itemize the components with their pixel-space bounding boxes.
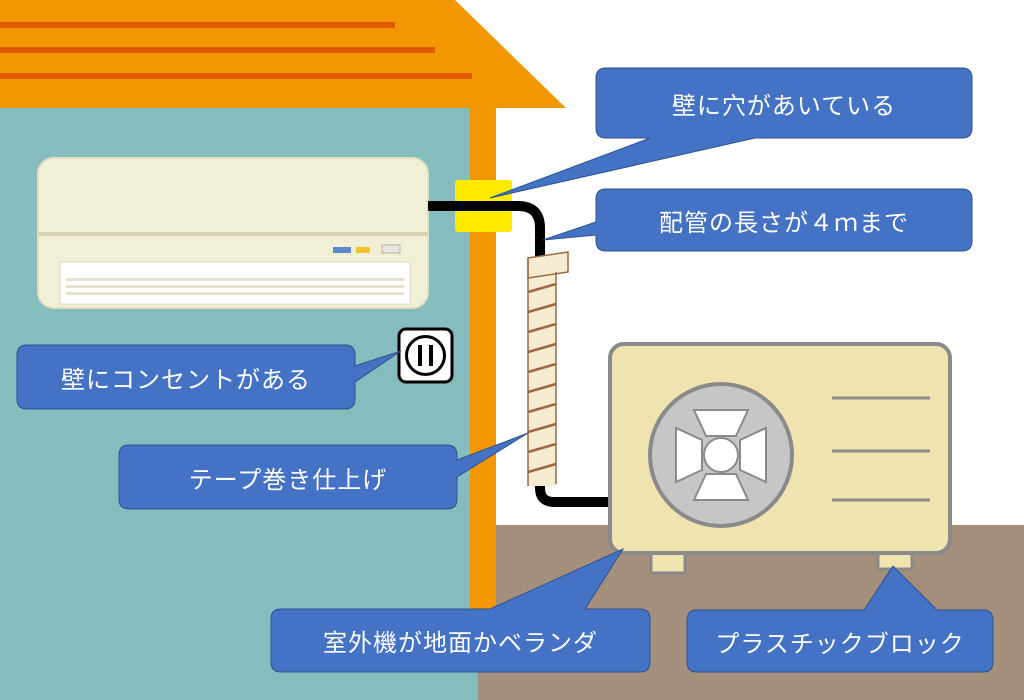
- callout-outlet: [16, 344, 402, 410]
- indicator-yellow-icon: [356, 247, 370, 253]
- roof-stripe: [0, 22, 395, 28]
- callout-wall-hole: [489, 67, 973, 199]
- label-tape-finish: テープ巻き仕上げ: [188, 465, 388, 494]
- label-outlet: 壁にコンセントがある: [61, 365, 311, 394]
- pipe-tape-wrap: [527, 251, 569, 486]
- outdoor-ac-unit: [608, 342, 952, 575]
- unit-foot-left: [649, 551, 687, 575]
- roof-stripe: [0, 47, 435, 53]
- indoor-ac-unit: [37, 157, 429, 309]
- fan-icon: [648, 382, 794, 528]
- callout-outdoor-unit: [270, 547, 651, 673]
- label-pipe-length: 配管の長さが４ｍまで: [659, 208, 909, 237]
- label-wall-hole: 壁に穴があいている: [671, 91, 897, 120]
- indicator-white-icon: [381, 244, 401, 254]
- power-outlet-icon: [397, 327, 454, 384]
- roof-stripe: [0, 73, 472, 79]
- label-outdoor-unit-location: 室外機が地面かベランダ: [323, 629, 598, 657]
- callout-plastic-block: [686, 565, 994, 673]
- unit-foot-right: [876, 551, 914, 571]
- callout-tape-finish: [118, 432, 529, 510]
- house-roof: [0, 0, 566, 108]
- label-plastic-block: プラスチックブロック: [715, 629, 965, 658]
- callout-pipe-length: [542, 188, 973, 252]
- indicator-blue-icon: [333, 247, 351, 253]
